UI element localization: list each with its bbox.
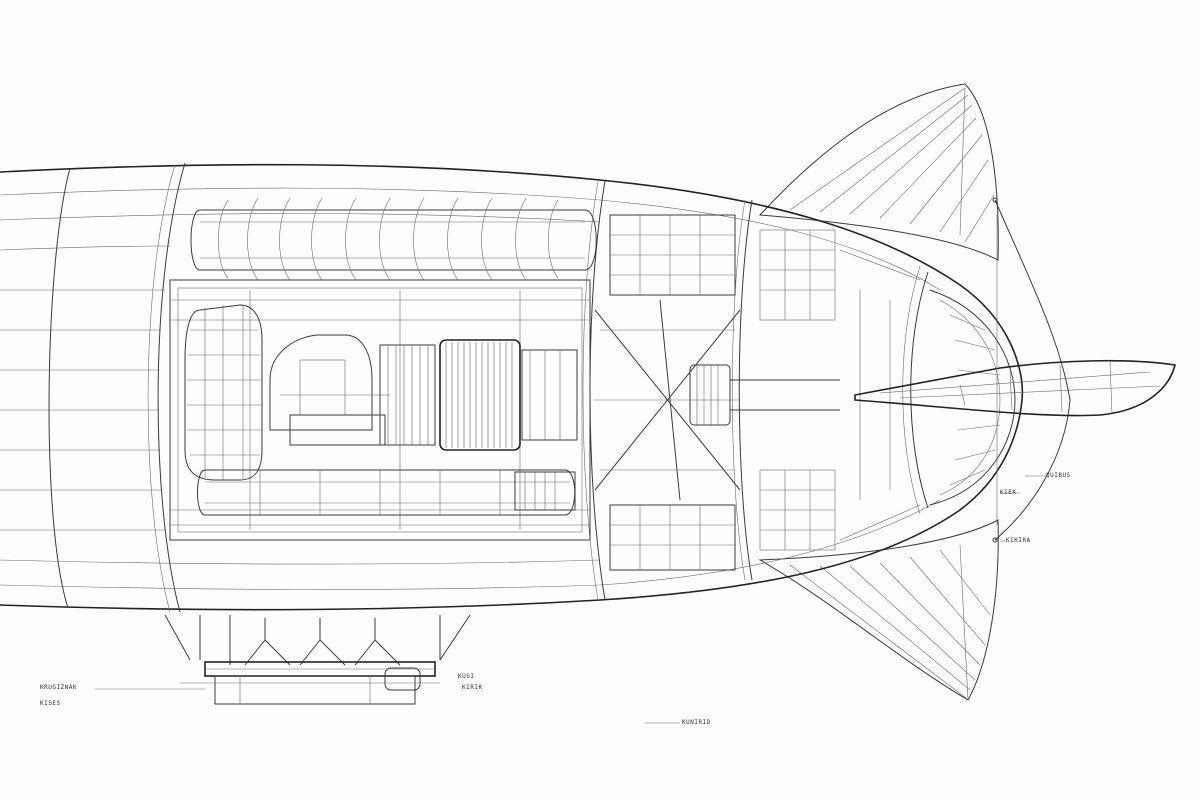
hull-envelope (0, 162, 1024, 613)
left-label-2: KISES (40, 700, 61, 707)
gas-cells (190, 197, 597, 281)
upper-tail-fin (758, 83, 999, 261)
left-label-1: KRUGIZNAK (40, 684, 78, 691)
lower-tank (197, 469, 576, 516)
tail-cone (929, 289, 1016, 506)
center-bottom-label: KUNIRID (682, 719, 711, 726)
forward-tank (184, 304, 263, 481)
tail-label-2: KIEK (1000, 489, 1017, 496)
tail-label-3: KIKIRA (1006, 537, 1031, 544)
horizontal-stabilizer (854, 359, 1176, 417)
lower-tail-fin (758, 519, 999, 701)
gondola-label-2: KIRIK (462, 684, 483, 691)
gondola (164, 614, 471, 705)
engine-core (269, 334, 436, 446)
gondola-label-1: KUSI (458, 673, 475, 680)
ribbed-cylinder (439, 339, 578, 451)
tail-label-1: QUIBUS (1046, 472, 1071, 479)
x-bracing (594, 214, 741, 571)
leader-lines (95, 475, 1045, 724)
aft-machinery (689, 229, 921, 551)
rudder-cable (992, 197, 1071, 543)
